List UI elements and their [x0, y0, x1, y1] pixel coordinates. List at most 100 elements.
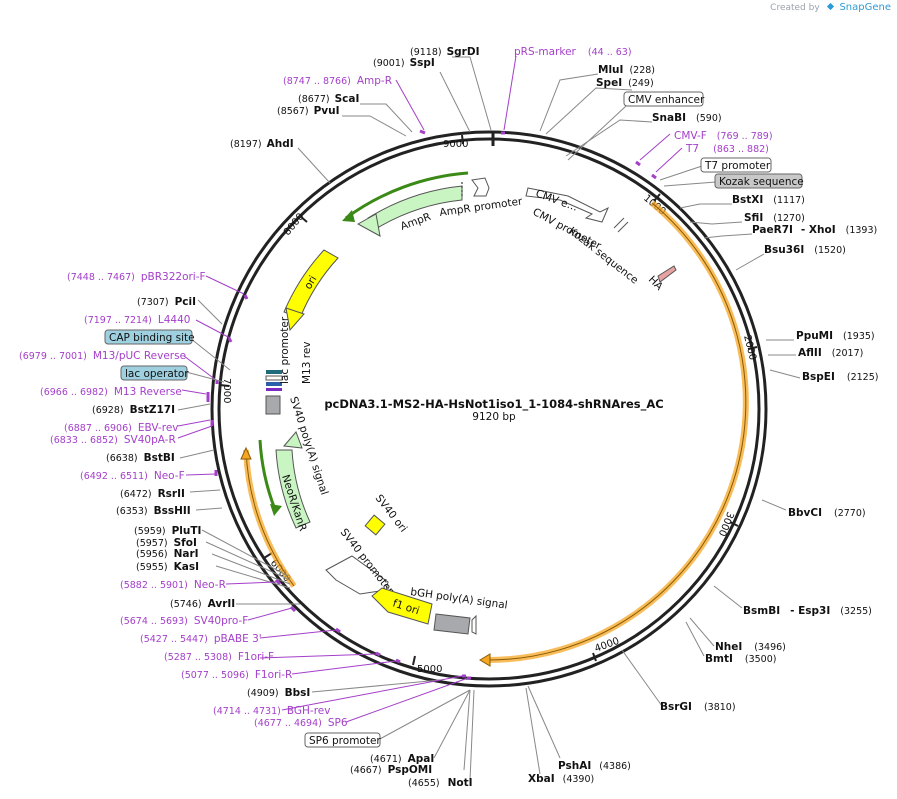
leader-t7 — [655, 147, 683, 173]
leader-xhoi — [703, 233, 753, 239]
boxed-sp6-promoter-frame — [304, 732, 381, 748]
primer-t7: T7(863 .. 882) — [685, 143, 769, 155]
leader-pcii — [197, 299, 223, 325]
site-ahdi: (8197)AhdI — [230, 138, 294, 150]
site-sgrdi: (9118)SgrDI — [410, 46, 479, 58]
ebv-grey-block — [265, 395, 281, 415]
leader-pluti — [201, 529, 289, 577]
leader-t7-promoter — [659, 165, 703, 181]
boxed-t7-promoter-frame — [700, 157, 772, 173]
kozak-feature-label: Kozak sequence — [566, 225, 640, 287]
snapgene-credit: Created by SnapGene — [770, 2, 891, 13]
primer-f1ori-f: (5287 .. 5308)F1ori-F — [164, 651, 274, 663]
leader-sgrdi — [452, 56, 492, 131]
m13-rev-label: M13 rev — [301, 341, 313, 384]
primer-mark-f1ori-f — [375, 651, 381, 657]
credit-prefix: Created by — [770, 3, 820, 13]
boxed-kozak-frame — [714, 173, 803, 189]
cmv-promoter-arrow — [525, 187, 609, 223]
ampr-green-line — [345, 171, 469, 220]
primer-mark-f1ori-r — [395, 658, 401, 664]
backbone-outer-ring — [210, 130, 768, 688]
boxed-kozak-text: Kozak sequence — [719, 176, 804, 188]
leader-bstbi — [179, 449, 215, 459]
site-ppumi: PpuMI(1935) — [796, 330, 875, 342]
ori-label: ori — [302, 274, 319, 292]
leader-apai — [433, 689, 471, 759]
site-pshai: PshAI(4386) — [558, 760, 631, 772]
leader-snabi — [565, 119, 653, 157]
leader-bsmbi — [713, 585, 743, 609]
boxed-t7-promoter-text: T7 promoter — [704, 160, 771, 172]
site-labels: (9118)SgrDI (9001)SspI (8677)ScaI (8567)… — [92, 46, 878, 789]
leader-xbai — [525, 687, 541, 775]
site-sspi: (9001)SspI — [373, 57, 435, 69]
tick-8000-mark — [299, 215, 308, 223]
primer-labels: pRS-marker(44 .. 63) (8747 .. 8766)Amp-R… — [19, 46, 773, 729]
leader-ahdi — [297, 147, 331, 184]
primer-sv40pa-r: (6833 .. 6852)SV40pA-R — [50, 434, 176, 446]
leader-sv40pa-r — [177, 425, 213, 439]
leader-cmv-f — [639, 133, 671, 161]
boxed-sp6-promoter: SP6 promoter — [304, 732, 381, 748]
cap-site-mark — [266, 370, 282, 374]
site-pluti: (5959)PluTI — [134, 525, 201, 537]
tick-9000-mark — [461, 134, 464, 145]
site-bstxi: BstXI(1117) — [732, 194, 805, 206]
tick-marks: 1000 2000 3000 4000 5000 6000 7000 8000 … — [219, 134, 758, 675]
site-spei: SpeI(249) — [596, 77, 654, 89]
site-bstbi: (6638)BstBI — [106, 452, 175, 464]
primer-sp6: (4677 .. 4694)SP6 — [254, 717, 348, 729]
tick-5000-label: 5000 — [417, 664, 442, 675]
leader-bsu36i — [735, 253, 765, 271]
boxed-leader-lines — [185, 105, 717, 741]
boxed-cap-site-text: CAP binding site — [109, 332, 195, 344]
site-scai: (8677)ScaI — [298, 93, 359, 105]
orf-arc-right-core — [483, 202, 747, 661]
tick-5000-mark — [412, 655, 416, 666]
primer-mark-pbabe3 — [335, 627, 341, 634]
primer-leader-lines — [177, 55, 683, 723]
primer-neo-f: (6492 .. 6511)Neo-F — [80, 470, 185, 482]
leader-f1ori-f — [259, 653, 377, 659]
leader-kasi — [215, 565, 291, 589]
leader-amp-r — [395, 79, 425, 131]
leader-sv40pro-f — [247, 607, 293, 621]
leader-m13puc — [183, 355, 217, 381]
orf-arc-right-arrowhead — [479, 653, 491, 667]
ampr-promoter-arrow — [471, 177, 490, 197]
site-apai: (4671)ApaI — [370, 753, 434, 765]
site-avrii: (5746)AvrII — [170, 598, 235, 610]
plasmid-title: pcDNA3.1-MS2-HA-HsNot1iso1_1-1084-shRNAr… — [324, 397, 663, 412]
leader-pspomi — [463, 689, 471, 771]
tick-1000-mark — [653, 193, 661, 202]
leader-l4440 — [195, 319, 231, 339]
boxed-lac-operator: lac operator — [120, 365, 189, 381]
tick-7000-mark — [219, 384, 230, 387]
leader-kozak — [663, 181, 717, 187]
primer-neo-r: (5882 .. 5901)Neo-R — [120, 579, 226, 591]
primer-m13-rev: (6966 .. 6982)M13 Reverse — [40, 386, 182, 398]
ori-feature-body — [283, 249, 339, 319]
neor-green-line — [258, 439, 278, 513]
site-pvui: (8567)PvuI — [277, 105, 340, 117]
tick-4000-mark — [592, 652, 597, 662]
ampr-green-line-arrowhead — [342, 210, 355, 222]
orf-arc-left-arrowhead — [240, 446, 252, 460]
leader-bbvci — [761, 499, 787, 511]
boxed-cap-site: CAP binding site — [104, 329, 195, 345]
f1-ori-feature — [371, 587, 433, 625]
boxed-t7-promoter: T7 promoter — [700, 157, 772, 173]
leader-ebv-rev — [177, 419, 211, 427]
boxed-lac-operator-frame — [120, 365, 188, 381]
tick-7000-label: 7000 — [221, 378, 232, 403]
sp6-promoter-mark — [471, 614, 477, 635]
ampr-feature-arrowhead — [356, 213, 381, 237]
leader-pbr322ori-f — [205, 275, 245, 295]
primer-sv40pro-f: (5674 .. 5693)SV40pro-F — [120, 615, 248, 627]
site-leader-lines — [177, 56, 801, 781]
site-nhei: NheI(3496) — [715, 641, 786, 653]
primer-mark-pbr322ori-f — [243, 294, 249, 300]
leader-sfoi — [205, 541, 291, 581]
